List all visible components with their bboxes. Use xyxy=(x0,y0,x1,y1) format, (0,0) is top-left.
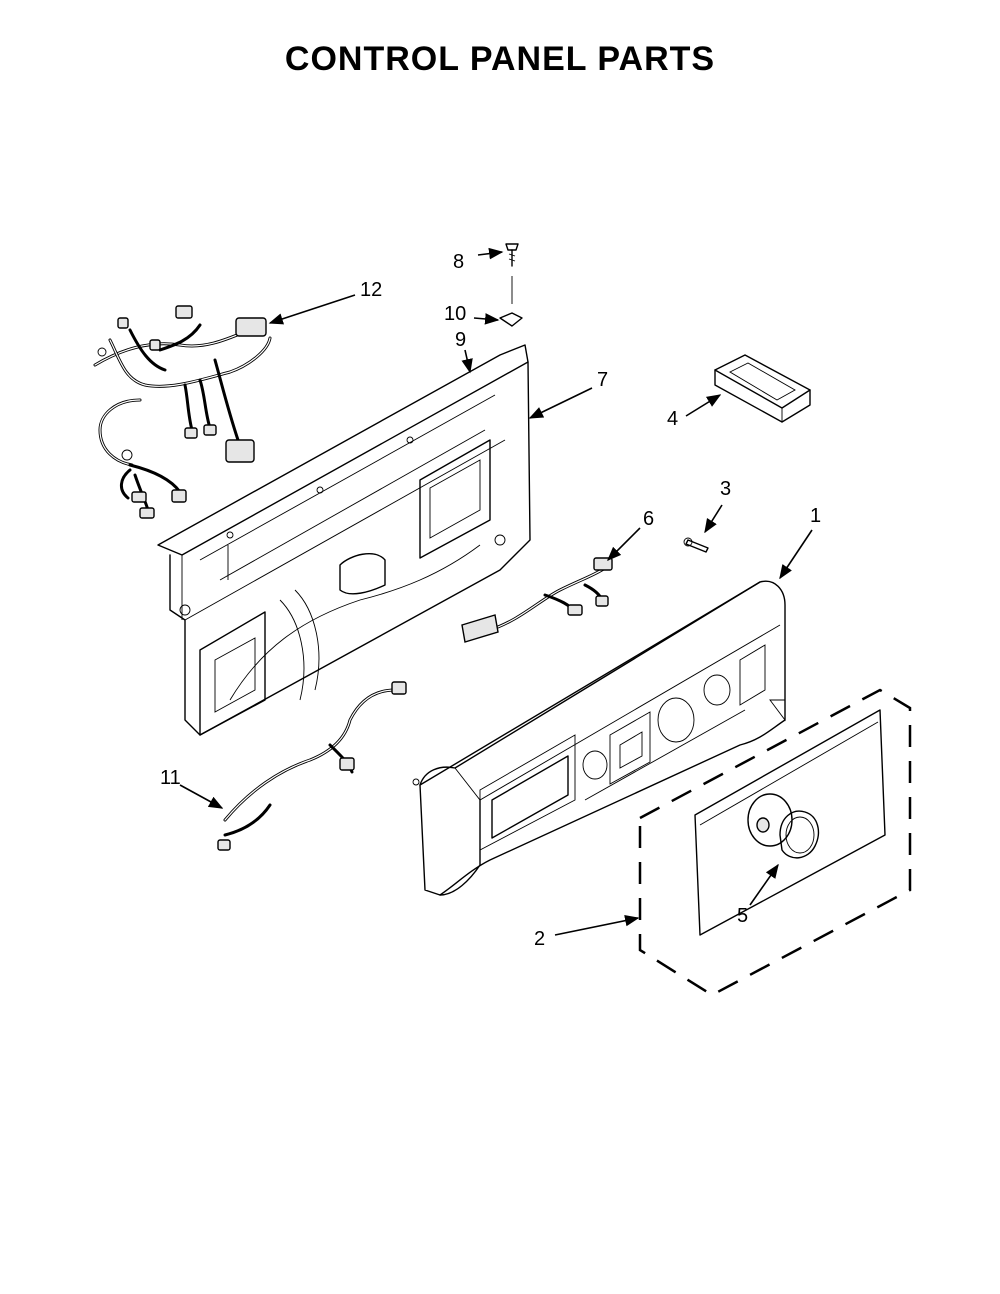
wire-harness-part-6[interactable] xyxy=(461,557,613,643)
callout-6: 6 xyxy=(643,508,654,530)
console-frame-part-7[interactable] xyxy=(157,344,531,736)
callout-1: 1 xyxy=(810,505,821,527)
callout-4: 4 xyxy=(667,408,678,430)
overlay-group-part-2[interactable] xyxy=(638,688,912,997)
clip-part-10[interactable] xyxy=(499,276,523,327)
wire-harness-part-11[interactable] xyxy=(217,681,407,851)
page-title: CONTROL PANEL PARTS xyxy=(284,40,716,78)
console-part-1[interactable] xyxy=(412,580,786,896)
leader-arrows xyxy=(179,247,813,936)
callout-5: 5 xyxy=(737,905,748,927)
callout-8: 8 xyxy=(453,251,464,273)
callout-2: 2 xyxy=(534,928,545,950)
callout-3: 3 xyxy=(720,478,731,500)
knob-part-5[interactable] xyxy=(747,793,820,859)
callout-12: 12 xyxy=(360,279,382,301)
callout-11: 11 xyxy=(160,767,181,789)
screw-part-8[interactable] xyxy=(505,243,519,267)
callout-10: 10 xyxy=(444,303,466,325)
screw-part-3[interactable] xyxy=(683,537,709,553)
callout-9: 9 xyxy=(455,329,466,351)
callout-7: 7 xyxy=(597,369,608,391)
wire-harness-part-12[interactable] xyxy=(93,305,272,519)
bracket-part-4[interactable] xyxy=(714,354,811,423)
